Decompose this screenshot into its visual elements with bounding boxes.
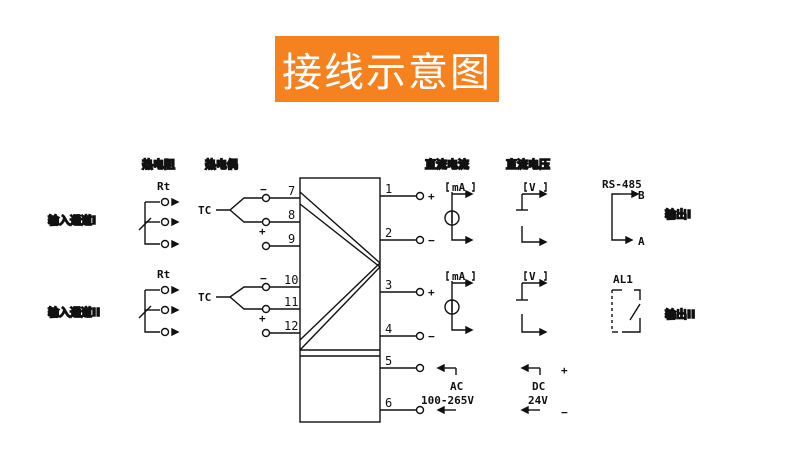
thermocouple-2: TC bbox=[198, 286, 262, 310]
v-output-2: V bbox=[516, 270, 548, 337]
terminal-10 bbox=[261, 282, 271, 292]
terminal-9 bbox=[261, 241, 271, 251]
thermocouple-1: TC bbox=[198, 197, 262, 223]
v1-label: V bbox=[529, 181, 536, 194]
terminal-1 bbox=[415, 191, 425, 201]
output-2-label: 输出II bbox=[665, 307, 695, 321]
terminal-2-minus: − bbox=[428, 234, 435, 247]
header-dc-current: 直流电流 bbox=[425, 157, 469, 171]
terminal-10-label: 10 bbox=[284, 273, 298, 287]
terminal-9-label: 9 bbox=[288, 232, 295, 246]
terminal-2-label: 2 bbox=[385, 226, 392, 240]
terminal-1-label: 1 bbox=[385, 182, 392, 196]
ma-output-2: mA bbox=[444, 270, 475, 335]
ac-range-label: 100-265V bbox=[421, 394, 474, 407]
terminal-7-label: 7 bbox=[288, 184, 295, 198]
output-1-label: 输出I bbox=[665, 207, 691, 221]
terminal-1-plus: + bbox=[428, 190, 435, 203]
terminal-11 bbox=[261, 304, 271, 314]
tc2-label: TC bbox=[198, 291, 211, 304]
tc1-plus-sign: + bbox=[259, 225, 266, 238]
terminal-4-label: 4 bbox=[385, 322, 392, 336]
rs485-output: RS-485 B A bbox=[602, 178, 645, 248]
ac-label: AC bbox=[450, 380, 463, 393]
rs485-a-label: A bbox=[638, 235, 645, 248]
rtd-1: Rt bbox=[138, 180, 180, 249]
rs485-b-label: B bbox=[638, 189, 645, 202]
terminal-6 bbox=[415, 405, 425, 415]
module-body bbox=[299, 177, 381, 423]
dc-label: DC bbox=[532, 380, 545, 393]
terminal-4-minus: − bbox=[428, 330, 435, 343]
ma2-label: mA bbox=[452, 270, 466, 283]
terminal-8-label: 8 bbox=[288, 208, 295, 222]
header-rtd: 热电阻 bbox=[142, 157, 175, 171]
terminal-12 bbox=[261, 328, 271, 338]
terminal-3-label: 3 bbox=[385, 278, 392, 292]
tc2-minus-sign: − bbox=[260, 272, 267, 285]
dc-value-label: 24V bbox=[528, 394, 548, 407]
terminal-12-label: 12 bbox=[284, 319, 298, 333]
channel-2-label: 输入通道II bbox=[48, 305, 100, 319]
dc-plus-sign: + bbox=[561, 364, 568, 377]
terminal-3 bbox=[415, 287, 425, 297]
v2-label: V bbox=[529, 270, 536, 283]
tc1-minus-sign: − bbox=[260, 183, 267, 196]
ac-power: AC 100-265V bbox=[421, 363, 474, 415]
left-terminals: 7 8 9 10 11 12 − + − + bbox=[259, 183, 300, 338]
ma1-label: mA bbox=[452, 181, 466, 194]
terminal-5 bbox=[415, 363, 425, 373]
al1-label: AL1 bbox=[613, 273, 633, 286]
diagram-title: 接线示意图 bbox=[282, 50, 492, 96]
al1-relay: AL1 bbox=[611, 273, 641, 333]
v-output-1: V bbox=[516, 181, 548, 247]
rtd-2: Rt bbox=[138, 268, 180, 337]
header-tc: 热电偶 bbox=[205, 157, 238, 171]
ma-output-1: mA bbox=[444, 181, 475, 245]
terminal-2 bbox=[415, 235, 425, 245]
terminal-4 bbox=[415, 331, 425, 341]
channel-1-label: 输入通道I bbox=[48, 213, 96, 227]
terminal-7 bbox=[261, 193, 271, 203]
right-terminals: 1 + 2 − 3 + 4 − 5 6 bbox=[380, 182, 435, 415]
rtd1-label: Rt bbox=[157, 180, 170, 193]
header-dc-voltage: 直流电压 bbox=[506, 157, 550, 171]
terminal-6-label: 6 bbox=[385, 396, 392, 410]
tc1-label: TC bbox=[198, 204, 211, 217]
terminal-8 bbox=[261, 217, 271, 227]
dc-minus-sign: − bbox=[561, 406, 568, 419]
title-banner: 接线示意图 bbox=[275, 36, 499, 102]
terminal-11-label: 11 bbox=[284, 295, 298, 309]
rs485-label: RS-485 bbox=[602, 178, 642, 191]
dc-power: DC 24V + − bbox=[520, 363, 568, 419]
terminal-3-plus: + bbox=[428, 286, 435, 299]
terminal-5-label: 5 bbox=[385, 354, 392, 368]
tc2-plus-sign: + bbox=[259, 312, 266, 325]
rtd2-label: Rt bbox=[157, 268, 170, 281]
